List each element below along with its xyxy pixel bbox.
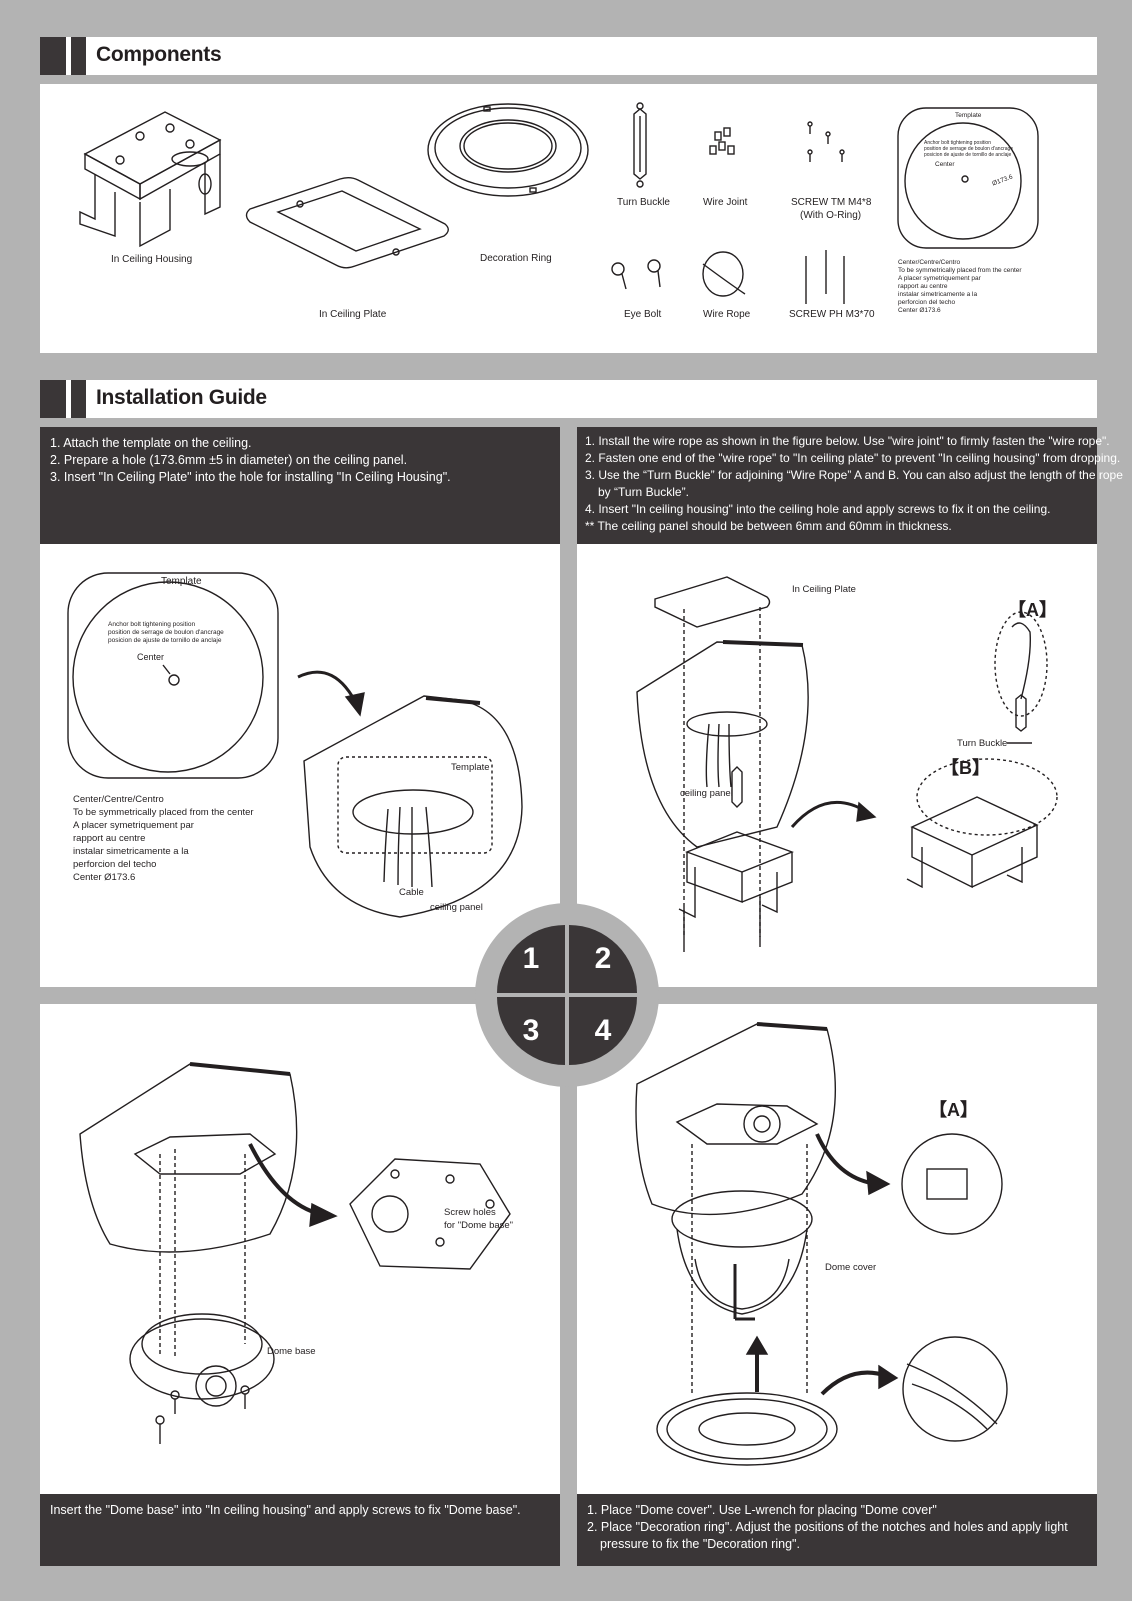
step1-template-title: Template xyxy=(161,576,202,587)
step1-label-ceiling-panel: ceiling panel xyxy=(430,902,483,913)
step3-instruction: Insert the "Dome base" into "In ceiling … xyxy=(50,1503,521,1517)
step1-note-4: rapport au centre xyxy=(73,833,146,844)
step3-label-screw-holes-2: for "Dome base" xyxy=(444,1220,514,1231)
screw-ph-drawing xyxy=(805,250,845,304)
step1-note-5: instalar simetricamente a la xyxy=(73,846,189,857)
step2-label-ceiling-panel: ceiling panel xyxy=(680,788,733,799)
step2-instruction-5: ** The ceiling panel should be between 6… xyxy=(585,519,952,533)
components-illustrations xyxy=(79,102,1039,304)
components-header: Components xyxy=(40,37,1097,75)
screw-tm-drawing xyxy=(807,121,845,162)
label-eye-bolt: Eye Bolt xyxy=(624,309,662,320)
step2-label-a: 【A】 xyxy=(1008,600,1057,620)
step2-instruction-1: 1. Install the wire rope as shown in the… xyxy=(585,434,1110,448)
step1-note-2: To be symmetrically placed from the cent… xyxy=(73,807,254,818)
template-card-note-4: rapport au centre xyxy=(898,283,948,290)
step2-instructions: 1. Install the wire rope as shown in the… xyxy=(577,427,1123,544)
step1-instruction-3: 3. Insert "In Ceiling Plate" into the ho… xyxy=(50,470,451,484)
template-card-anchor-3: posicion de ajuste de tornillo de anclaj… xyxy=(924,152,1012,158)
template-card-anchor-2: position de serrage de boulon d'ancrage xyxy=(924,146,1014,152)
step2-panel: 1. Install the wire rope as shown in the… xyxy=(577,427,1123,987)
step3-panel: Screw holes for "Dome base" Dome base In… xyxy=(40,1004,560,1566)
template-card-note-6: perforcion del techo xyxy=(898,299,956,306)
template-card-center: Center xyxy=(935,161,955,168)
label-screw-tm-line2: (With O-Ring) xyxy=(800,210,862,221)
step2-instruction-4: 4. Insert "In ceiling housing" into the … xyxy=(585,502,1051,516)
header-marker xyxy=(40,380,66,418)
label-decoration-ring: Decoration Ring xyxy=(480,253,552,264)
step4-panel: 【A】 Dome cover 1. Place "Dome cover". Us… xyxy=(577,1004,1097,1566)
step4-label-a: 【A】 xyxy=(929,1100,978,1120)
step1-anchor-3: posicion de ajuste de tornillo de anclaj… xyxy=(108,637,222,644)
template-card-title: Template xyxy=(955,112,982,119)
step3-instructions: Insert the "Dome base" into "In ceiling … xyxy=(40,1494,560,1566)
step3-illustration xyxy=(79,1062,511,1444)
step1-illustration xyxy=(67,572,523,918)
template-card-note-5: instalar simetricamente a la xyxy=(898,291,978,298)
header-marker xyxy=(71,380,86,418)
step2-instruction-2: 2. Fasten one end of the "wire rope" to … xyxy=(585,451,1121,465)
step1-instructions: 1. Attach the template on the ceiling. 2… xyxy=(40,427,560,544)
label-in-ceiling-housing: In Ceiling Housing xyxy=(111,254,193,265)
step2-label-b: 【B】 xyxy=(941,758,990,778)
header-marker xyxy=(71,37,86,75)
step2-instruction-3b: by “Turn Buckle”. xyxy=(598,485,689,499)
step1-label-template: Template xyxy=(451,762,490,773)
step-number-badge xyxy=(475,903,659,1087)
step4-instruction-2: 2. Place "Decoration ring". Adjust the p… xyxy=(587,1520,1068,1534)
step1-instruction-1: 1. Attach the template on the ceiling. xyxy=(50,436,252,450)
template-card-note-7: Center Ø173.6 xyxy=(898,307,941,314)
label-turn-buckle: Turn Buckle xyxy=(617,197,670,208)
step4-label-dome-cover: Dome cover xyxy=(825,1262,877,1273)
step1-center: Center xyxy=(137,652,165,662)
step1-note-1: Center/Centre/Centro xyxy=(73,794,164,805)
installation-title: Installation Guide xyxy=(96,386,267,409)
step1-panel: 1. Attach the template on the ceiling. 2… xyxy=(40,427,560,987)
step4-instruction-1: 1. Place "Dome cover". Use L-wrench for … xyxy=(587,1503,937,1517)
wire-joint-drawing xyxy=(709,127,735,155)
header-marker xyxy=(40,37,66,75)
label-wire-joint: Wire Joint xyxy=(703,197,748,208)
label-in-ceiling-plate: In Ceiling Plate xyxy=(319,309,387,320)
wire-rope-drawing xyxy=(702,251,746,297)
template-card-drawing xyxy=(897,107,1039,249)
step4-illustration xyxy=(635,1022,1008,1466)
label-screw-ph: SCREW PH M3*70 xyxy=(789,309,875,320)
step1-anchor-1: Anchor bolt tightening position xyxy=(108,621,196,628)
eye-bolt-drawing xyxy=(611,259,661,290)
step3-label-dome-base: Dome base xyxy=(267,1346,316,1357)
step1-anchor-2: position de serrage de boulon d'ancrage xyxy=(108,629,224,636)
template-card-note-2: To be symmetrically placed from the cent… xyxy=(898,267,1022,274)
step1-note-3: A placer symetriquement par xyxy=(73,820,194,831)
installation-header: Installation Guide xyxy=(40,380,1097,418)
components-title: Components xyxy=(96,43,222,66)
step2-label-turn-buckle: Turn Buckle xyxy=(957,738,1008,749)
step2-instruction-3: 3. Use the “Turn Buckle” for adjoining “… xyxy=(585,468,1123,482)
template-card-note-3: A placer symetriquement par xyxy=(898,275,981,282)
label-wire-rope: Wire Rope xyxy=(703,309,751,320)
step2-illustration xyxy=(636,576,1058,952)
label-screw-tm-line1: SCREW TM M4*8 xyxy=(791,197,872,208)
step1-label-cable: Cable xyxy=(399,887,424,898)
step3-label-screw-holes-1: Screw holes xyxy=(444,1207,496,1218)
step1-note-7: Center Ø173.6 xyxy=(73,872,136,883)
in-ceiling-plate-drawing xyxy=(245,177,449,269)
step-number-2: 2 xyxy=(569,925,637,993)
step4-instructions: 1. Place "Dome cover". Use L-wrench for … xyxy=(577,1494,1097,1566)
template-card-anchor-1: Anchor bolt tightening position xyxy=(924,140,991,146)
step1-instruction-2: 2. Prepare a hole (173.6mm ±5 in diamete… xyxy=(50,453,408,467)
decoration-ring-drawing xyxy=(427,103,589,197)
step2-label-plate: In Ceiling Plate xyxy=(792,584,856,595)
step1-note-6: perforcion del techo xyxy=(73,859,157,870)
in-ceiling-housing-drawing xyxy=(79,111,222,248)
step4-instruction-3: pressure to fix the "Decoration ring". xyxy=(600,1537,800,1551)
components-panel: In Ceiling Housing In Ceiling Plate Deco… xyxy=(40,84,1097,353)
turn-buckle-drawing xyxy=(633,102,647,188)
template-card-note-1: Center/Centre/Centro xyxy=(898,259,961,266)
